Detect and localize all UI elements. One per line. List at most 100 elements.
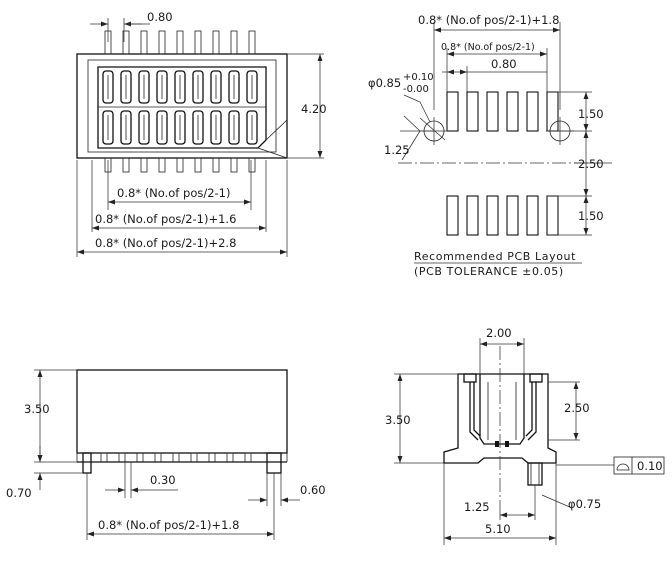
side-view: 2.00 3.50 2.50 0.10 φ0.75 1.25 5.10 (385, 326, 665, 545)
top-pin-lead-lower (158, 157, 166, 173)
front-view: 3.50 0.70 0.30 0.60 0.8* (No.of pos/2-1)… (6, 369, 326, 540)
front-standoff-label: 0.70 (6, 486, 32, 500)
side-height-label: 3.50 (385, 413, 411, 427)
pcb-pad-upper (446, 91, 459, 132)
front-lead-width-label: 0.30 (150, 473, 176, 487)
pcb-caption: Recommended PCB Layout (414, 250, 576, 263)
pcb-pad-lower (486, 195, 499, 236)
front-height-label: 3.50 (24, 402, 50, 416)
pcb-hole-tol-minus: -0.00 (403, 84, 429, 95)
pcb-pad-length-upper: 1.50 (578, 107, 604, 121)
top-pin-lead-lower (248, 157, 256, 173)
pcb-pad-upper (486, 91, 499, 132)
top-contact-upper (120, 70, 132, 104)
top-pin-lead-upper (158, 30, 166, 55)
pcb-pad-length-lower: 1.50 (578, 209, 604, 223)
top-pin-lead-upper (194, 30, 202, 55)
top-contact-lower (138, 110, 150, 145)
front-lead (226, 452, 234, 463)
top-pin-lead-upper (230, 30, 238, 55)
pcb-pad-upper (506, 91, 519, 132)
top-contact-upper (102, 70, 114, 104)
front-lead (100, 452, 108, 463)
front-lead (136, 452, 144, 463)
top-pin-lead-upper (122, 30, 130, 55)
top-dim-pos-plus-1-6: 0.8* (No.of pos/2-1)+1.6 (95, 212, 236, 226)
front-view-leads (77, 452, 287, 463)
front-peg-width-label: 0.60 (300, 483, 326, 497)
front-lead (172, 452, 180, 463)
pcb-hole-offset: 1.25 (384, 143, 410, 157)
side-width-label: 5.10 (485, 522, 511, 536)
top-view: 0.80 4.20 0.8* (No.of pos/2-1) 0.8* (No.… (76, 10, 327, 257)
side-peg-offset-label: 1.25 (464, 500, 490, 514)
pcb-layout: 0.8* (No.of pos/2-1)+1.8 0.8* (No.of pos… (368, 13, 612, 278)
top-view-housing (97, 66, 267, 149)
top-contact-upper (138, 70, 150, 104)
top-dim-pos-half: 0.8* (No.of pos/2-1) (117, 186, 230, 200)
top-contact-lower (210, 110, 222, 145)
side-peg-diameter-label: φ0.75 (568, 497, 601, 511)
side-view-slot (479, 374, 525, 445)
top-contact-lower (174, 110, 186, 145)
top-pin-lead-lower (176, 157, 184, 173)
top-pin-lead-lower (140, 157, 148, 173)
pcb-pad-lower (526, 195, 539, 236)
top-view-cavity (87, 59, 277, 153)
top-contact-lower (228, 110, 240, 145)
front-lead (208, 452, 216, 463)
top-contact-lower (102, 110, 114, 145)
top-pin-lead-lower (212, 157, 220, 173)
flatness-frame (613, 456, 665, 475)
top-view-body (76, 53, 288, 159)
top-contact-upper (228, 70, 240, 104)
front-view-body (76, 369, 288, 454)
pcb-pad-lower (466, 195, 479, 236)
pcb-overall-label: 0.8* (No.of pos/2-1)+1.8 (418, 13, 559, 27)
top-pin-lead-lower (230, 157, 238, 173)
pcb-pads-lower-row (446, 195, 559, 236)
top-pin-lead-upper (248, 30, 256, 55)
side-depth-label: 2.50 (564, 401, 590, 415)
top-contact-lower (246, 110, 258, 145)
pcb-pads-upper-row (446, 91, 559, 132)
pcb-pad-lower (546, 195, 559, 236)
front-peg-right (266, 452, 282, 474)
top-view-pins (98, 30, 266, 173)
top-contact-upper (246, 70, 258, 104)
side-view-body (443, 373, 557, 464)
top-pin-lead-lower (194, 157, 202, 173)
flatness-symbol-icon (616, 463, 630, 471)
front-lead (244, 452, 252, 463)
pcb-row-spacing: 2.50 (578, 157, 604, 171)
pcb-span-label: 0.8* (No.of pos/2-1) (441, 42, 535, 53)
top-dim-pos-plus-2-8: 0.8* (No.of pos/2-1)+2.8 (95, 236, 236, 250)
pcb-pad-lower (506, 195, 519, 236)
side-view-peg (527, 462, 543, 486)
pcb-hole-diameter: φ0.85 (368, 76, 401, 90)
pcb-pitch-label: 0.80 (491, 57, 517, 71)
top-pitch-label: 0.80 (147, 10, 173, 24)
top-contact-lower (192, 110, 204, 145)
top-contact-upper (156, 70, 168, 104)
top-contact-upper (192, 70, 204, 104)
top-pin-lead-upper (140, 30, 148, 55)
pcb-pad-upper (466, 91, 479, 132)
front-overall-label: 0.8* (No.of pos/2-1)+1.8 (98, 518, 239, 532)
front-lead (154, 452, 162, 463)
top-height-label: 4.20 (301, 102, 327, 116)
top-pin-lead-lower (122, 157, 130, 173)
pcb-tolerance: (PCB TOLERANCE ±0.05) (414, 265, 564, 278)
top-contact-upper (210, 70, 222, 104)
side-flatness-label: 0.10 (637, 459, 663, 473)
pcb-hole-tol-plus: +0.10 (403, 72, 434, 83)
pcb-pad-upper (526, 91, 539, 132)
pcb-pad-lower (446, 195, 459, 236)
side-top-width-label: 2.00 (486, 326, 512, 340)
top-contact-lower (156, 110, 168, 145)
pcb-pad-upper (546, 91, 559, 132)
top-pin-lead-upper (176, 30, 184, 55)
front-peg-left (82, 452, 92, 474)
front-lead (118, 452, 126, 463)
